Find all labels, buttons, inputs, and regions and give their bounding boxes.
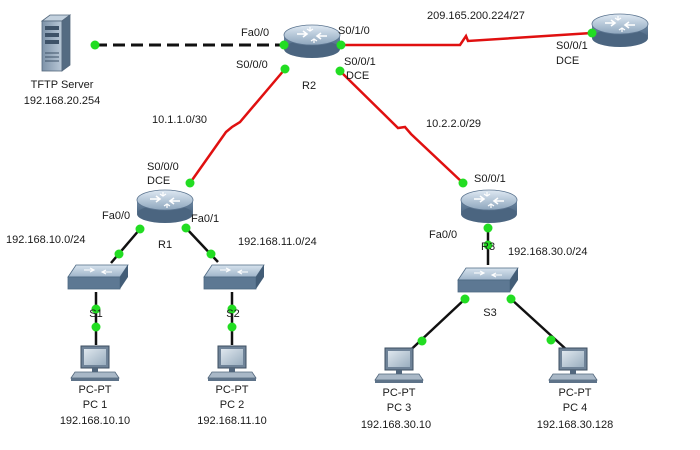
pc-icon <box>70 345 120 382</box>
link-r2-r3-serial <box>339 70 464 184</box>
link-s3-pc4 <box>510 298 569 352</box>
link-r2-isp-serial <box>341 31 593 47</box>
r2-s0-0-0-label: S0/0/0 <box>236 59 268 71</box>
pc1-type-label: PC-PT <box>79 384 112 396</box>
link-dot <box>135 224 145 234</box>
pc4-name-label: PC 4 <box>563 402 587 414</box>
pc2-type-label: PC-PT <box>216 384 249 396</box>
link-dot <box>181 223 191 233</box>
net-lan-11-label: 192.168.11.0/24 <box>238 236 317 248</box>
device-r1[interactable] <box>136 189 194 224</box>
device-pc1[interactable] <box>70 345 120 382</box>
pc3-name-label: PC 3 <box>387 402 411 414</box>
router-icon <box>460 189 518 224</box>
link-dot <box>460 294 470 304</box>
pc-icon <box>207 345 257 382</box>
link-dot <box>458 178 468 188</box>
pc-icon <box>548 347 598 384</box>
pc3-type-label: PC-PT <box>383 387 416 399</box>
link-dot <box>91 322 101 332</box>
link-dot <box>336 40 346 50</box>
pc1-name-label: PC 1 <box>83 399 107 411</box>
device-s1[interactable] <box>67 264 129 290</box>
pc3-ip-label: 192.168.30.10 <box>361 419 431 431</box>
pc1-ip-label: 192.168.10.10 <box>60 415 130 427</box>
link-r1-s1 <box>110 228 141 264</box>
link-dot <box>483 223 493 233</box>
s2-name-label: S2 <box>226 308 239 320</box>
link-dot <box>91 304 101 314</box>
r2-fa0-0-label: Fa0/0 <box>241 27 269 39</box>
link-dot <box>227 304 237 314</box>
r3-fa0-0-label: Fa0/0 <box>429 229 457 241</box>
r3-s0-0-1-label: S0/0/1 <box>474 173 506 185</box>
link-dot <box>227 322 237 332</box>
pc-icon <box>374 347 424 384</box>
link-dot <box>279 40 289 50</box>
link-dot <box>546 335 556 345</box>
link-dot <box>206 249 216 259</box>
router-icon <box>283 24 341 59</box>
pc2-ip-label: 192.168.11.10 <box>197 415 267 427</box>
link-dot <box>587 28 597 38</box>
r1-fa0-1-label: Fa0/1 <box>191 213 219 225</box>
link-r1-r2-serial <box>188 68 286 184</box>
r1-dce-label: DCE <box>147 175 170 187</box>
r3-name-label: R3 <box>481 241 495 253</box>
link-dot <box>506 294 516 304</box>
link-dot <box>185 178 195 188</box>
isp-s0-0-1-label: S0/0/1 <box>556 40 588 52</box>
s1-name-label: S1 <box>89 308 102 320</box>
switch-icon <box>203 264 265 290</box>
net-r2-isp-label: 209.165.200.224/27 <box>427 10 525 22</box>
device-r3[interactable] <box>460 189 518 224</box>
link-status-dots <box>90 28 597 346</box>
r1-fa0-0-label: Fa0/0 <box>102 210 130 222</box>
r1-s0-0-0-label: S0/0/0 <box>147 161 179 173</box>
router-icon <box>136 189 194 224</box>
link-dot <box>483 240 493 250</box>
link-dot <box>417 336 427 346</box>
pc4-type-label: PC-PT <box>559 387 592 399</box>
device-s2[interactable] <box>203 264 265 290</box>
device-pc4[interactable] <box>548 347 598 384</box>
link-dot <box>335 66 345 76</box>
router-icon <box>591 13 649 48</box>
tftp-server-ip: 192.168.20.254 <box>24 95 100 107</box>
r2-dce-label: DCE <box>346 70 369 82</box>
r1-name-label: R1 <box>158 239 172 251</box>
device-pc2[interactable] <box>207 345 257 382</box>
r2-name-label: R2 <box>302 80 316 92</box>
link-dot <box>114 249 124 259</box>
r2-s0-1-0-label: S0/1/0 <box>338 25 370 37</box>
device-tftp-server[interactable] <box>41 14 71 72</box>
pc2-name-label: PC 2 <box>220 399 244 411</box>
tftp-server-name: TFTP Server <box>31 79 94 91</box>
net-r1-r2-label: 10.1.1.0/30 <box>152 114 207 126</box>
net-lan-10-label: 192.168.10.0/24 <box>6 234 86 246</box>
device-pc3[interactable] <box>374 347 424 384</box>
switch-icon <box>67 264 129 290</box>
s3-name-label: S3 <box>483 307 496 319</box>
switch-icon <box>457 267 519 293</box>
device-s3[interactable] <box>457 267 519 293</box>
net-lan-30-label: 192.168.30.0/24 <box>508 246 588 258</box>
net-r2-r3-label: 10.2.2.0/29 <box>426 118 481 130</box>
pc4-ip-label: 192.168.30.128 <box>537 419 613 431</box>
isp-dce-label: DCE <box>556 55 579 67</box>
device-isp-router[interactable] <box>591 13 649 48</box>
labels: TFTP Server 192.168.20.254 Fa0/0 S0/1/0 … <box>6 10 613 431</box>
r2-s0-0-1-label: S0/0/1 <box>344 56 376 68</box>
server-icon <box>41 14 71 72</box>
device-r2[interactable] <box>283 24 341 59</box>
link-dot <box>90 40 100 50</box>
link-dot <box>280 64 290 74</box>
